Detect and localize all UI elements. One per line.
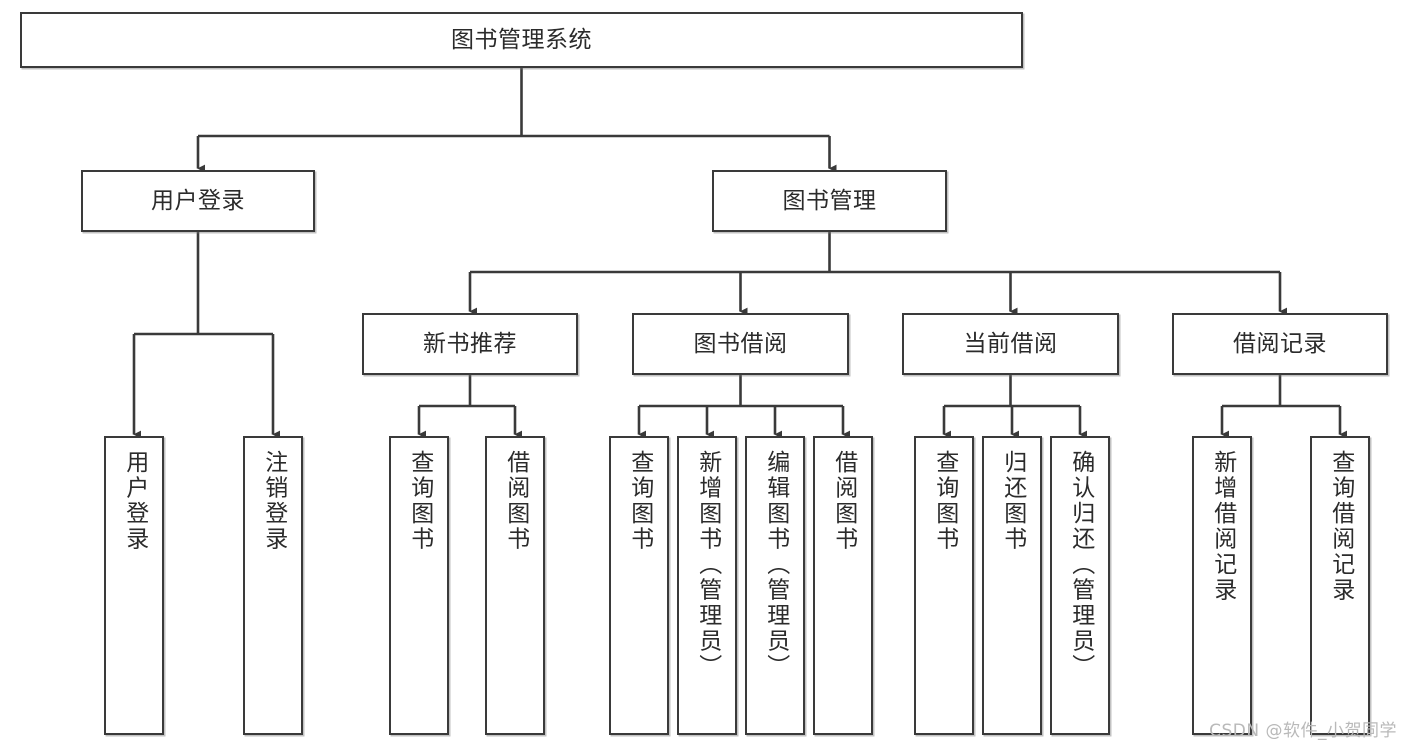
node-login[interactable]: 用户登录 xyxy=(81,170,315,232)
node-label: 借阅图书 xyxy=(830,450,857,552)
node-label: 查询图书 xyxy=(931,450,958,552)
node-leaf6[interactable]: 新增图书（管理员） xyxy=(677,436,737,735)
node-leaf7[interactable]: 编辑图书（管理员） xyxy=(745,436,805,735)
node-label: 借阅图书 xyxy=(502,450,529,552)
node-leaf12[interactable]: 新增借阅记录 xyxy=(1192,436,1252,735)
node-borrow[interactable]: 图书借阅 xyxy=(632,313,849,375)
node-label: 确认归还（管理员） xyxy=(1067,450,1094,680)
node-label: 新书推荐 xyxy=(423,330,517,357)
node-label: 当前借阅 xyxy=(963,330,1058,357)
node-label: 新增借阅记录 xyxy=(1209,450,1236,603)
connector-group xyxy=(132,68,1347,439)
node-label: 用户登录 xyxy=(151,187,245,214)
node-label: 图书管理系统 xyxy=(451,26,592,53)
node-root[interactable]: 图书管理系统 xyxy=(20,12,1023,68)
node-leaf2[interactable]: 注销登录 xyxy=(243,436,303,735)
node-label: 图书借阅 xyxy=(693,330,788,357)
node-label: 编辑图书（管理员） xyxy=(762,450,789,680)
node-label: 归还图书 xyxy=(999,450,1026,552)
node-label: 新增图书（管理员） xyxy=(694,450,721,680)
node-leaf11[interactable]: 确认归还（管理员） xyxy=(1050,436,1110,735)
node-records[interactable]: 借阅记录 xyxy=(1172,313,1388,375)
node-label: 查询图书 xyxy=(406,450,433,552)
node-label: 查询图书 xyxy=(626,450,653,552)
node-leaf3[interactable]: 查询图书 xyxy=(389,436,449,735)
node-leaf4[interactable]: 借阅图书 xyxy=(485,436,545,735)
node-label: 图书管理 xyxy=(782,187,877,214)
node-label: 查询借阅记录 xyxy=(1327,450,1354,603)
node-leaf13[interactable]: 查询借阅记录 xyxy=(1310,436,1370,735)
node-leaf5[interactable]: 查询图书 xyxy=(609,436,669,735)
node-leaf10[interactable]: 归还图书 xyxy=(982,436,1042,735)
node-newbook[interactable]: 新书推荐 xyxy=(362,313,578,375)
node-label: 用户登录 xyxy=(121,450,148,552)
node-leaf8[interactable]: 借阅图书 xyxy=(813,436,873,735)
node-leaf9[interactable]: 查询图书 xyxy=(914,436,974,735)
node-label: 注销登录 xyxy=(260,450,287,552)
node-leaf1[interactable]: 用户登录 xyxy=(104,436,164,735)
node-current[interactable]: 当前借阅 xyxy=(902,313,1119,375)
node-label: 借阅记录 xyxy=(1233,330,1327,357)
node-bookmgmt[interactable]: 图书管理 xyxy=(712,170,947,232)
